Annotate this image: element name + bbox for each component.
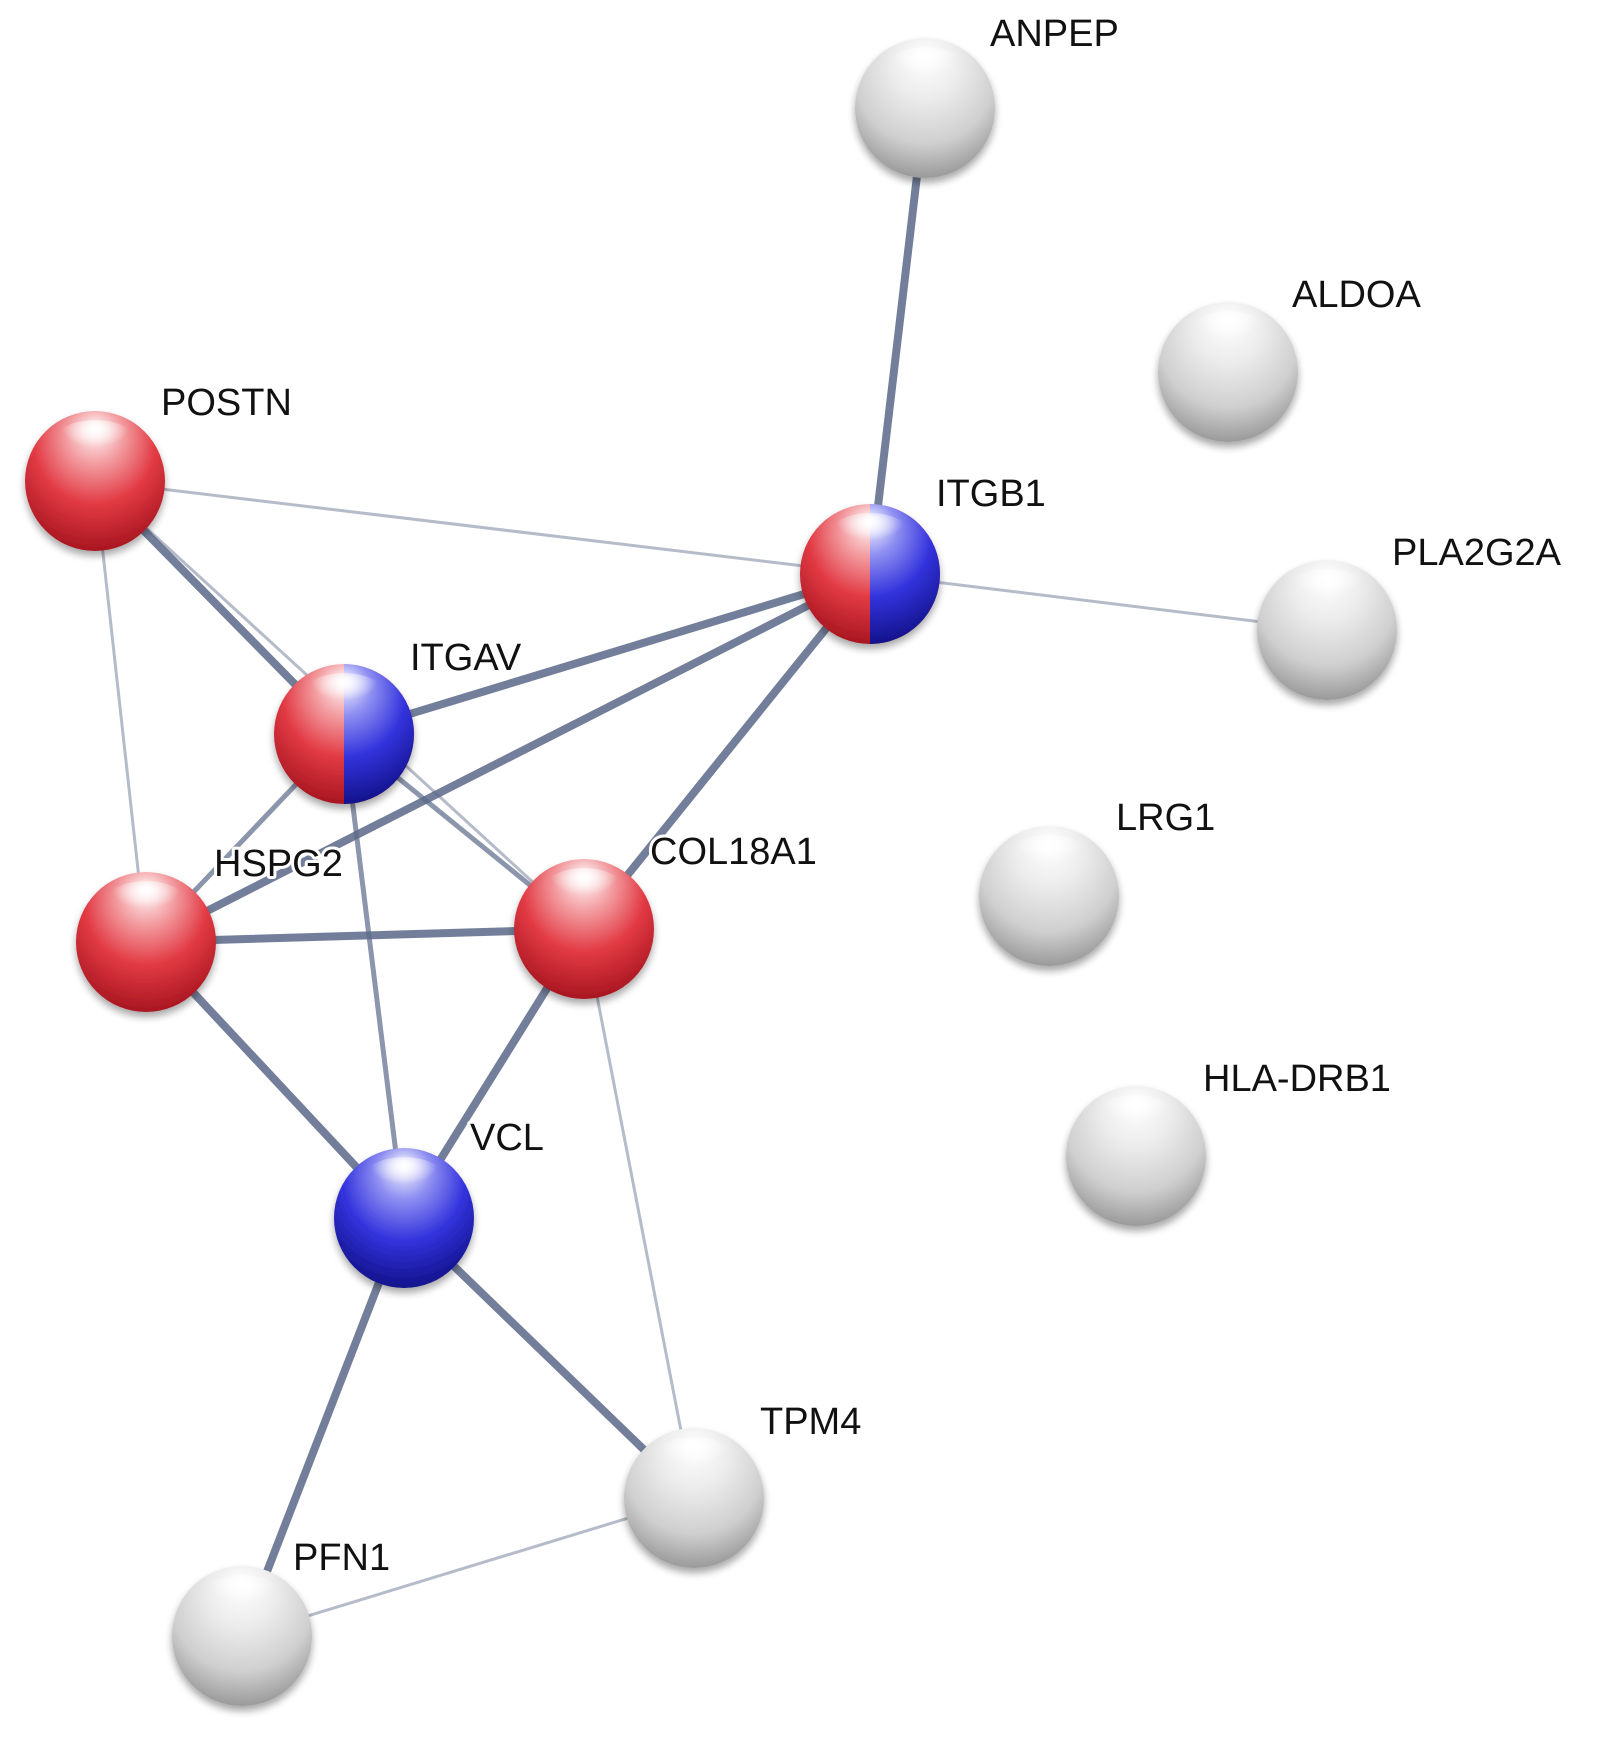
node-label-hla-drb1: HLA-DRB1 bbox=[1203, 1058, 1391, 1100]
edge-pfn1-tpm4 bbox=[240, 1496, 696, 1638]
node-hla-drb1[interactable]: HLA-DRB1 bbox=[1066, 1055, 1394, 1226]
node-highlight-col18a1 bbox=[542, 868, 626, 913]
node-label-itgb1: ITGB1 bbox=[936, 473, 1046, 515]
node-itgav[interactable]: ITGAV bbox=[274, 634, 525, 804]
node-label-pla2g2a: PLA2G2A bbox=[1392, 532, 1562, 574]
node-label-aldoa: ALDOA bbox=[1292, 274, 1421, 316]
node-highlight-postn bbox=[53, 420, 137, 465]
edge-hspg2-itgb1 bbox=[142, 570, 874, 946]
edge-col18a1-itgb1 bbox=[580, 570, 874, 933]
edge-col18a1-tpm4 bbox=[582, 927, 696, 1500]
node-label-hspg2: HSPG2 bbox=[214, 843, 343, 885]
edge-vcl-pfn1 bbox=[238, 1214, 408, 1640]
node-lrg1[interactable]: LRG1 bbox=[979, 794, 1218, 966]
node-highlight-aldoa bbox=[1186, 311, 1270, 356]
node-highlight-itgav bbox=[302, 673, 386, 718]
node-highlight-lrg1 bbox=[1007, 835, 1091, 880]
node-hspg2[interactable]: HSPG2 bbox=[76, 840, 346, 1012]
edge-anpep-itgb1 bbox=[866, 104, 929, 578]
node-label-tpm4: TPM4 bbox=[760, 1401, 861, 1443]
node-label-itgav: ITGAV bbox=[410, 637, 522, 679]
edge-itgav-vcl bbox=[341, 731, 407, 1221]
node-label-lrg1: LRG1 bbox=[1116, 797, 1215, 839]
node-highlight-tpm4 bbox=[652, 1437, 736, 1482]
node-label-pfn1: PFN1 bbox=[293, 1537, 390, 1579]
node-highlight-vcl bbox=[362, 1157, 446, 1202]
node-vcl[interactable]: VCL bbox=[334, 1114, 547, 1288]
edge-itgav-itgb1 bbox=[340, 570, 874, 738]
node-itgb1[interactable]: ITGB1 bbox=[800, 470, 1049, 644]
node-postn[interactable]: POSTN bbox=[25, 379, 295, 551]
edge-hspg2-col18a1 bbox=[142, 925, 588, 946]
edge-postn-itgb1 bbox=[93, 479, 872, 576]
node-pla2g2a[interactable]: PLA2G2A bbox=[1257, 529, 1565, 700]
node-highlight-pfn1 bbox=[200, 1575, 284, 1620]
node-anpep[interactable]: ANPEP bbox=[855, 10, 1122, 178]
node-highlight-hspg2 bbox=[104, 881, 188, 926]
node-label-vcl: VCL bbox=[470, 1117, 544, 1159]
node-label-anpep: ANPEP bbox=[990, 13, 1119, 55]
node-highlight-hla-drb1 bbox=[1094, 1095, 1178, 1140]
edge-itgb1-pla2g2a bbox=[868, 572, 1329, 632]
node-highlight-itgb1 bbox=[828, 513, 912, 558]
node-aldoa[interactable]: ALDOA bbox=[1158, 271, 1424, 442]
node-pfn1[interactable]: PFN1 bbox=[172, 1534, 393, 1706]
node-label-postn: POSTN bbox=[161, 382, 292, 424]
node-tpm4[interactable]: TPM4 bbox=[624, 1398, 864, 1568]
node-label-col18a1: COL18A1 bbox=[650, 831, 817, 873]
node-col18a1[interactable]: COL18A1 bbox=[514, 828, 820, 999]
edge-postn-hspg2 bbox=[93, 479, 148, 944]
node-highlight-pla2g2a bbox=[1285, 569, 1369, 614]
node-highlight-anpep bbox=[883, 47, 967, 92]
